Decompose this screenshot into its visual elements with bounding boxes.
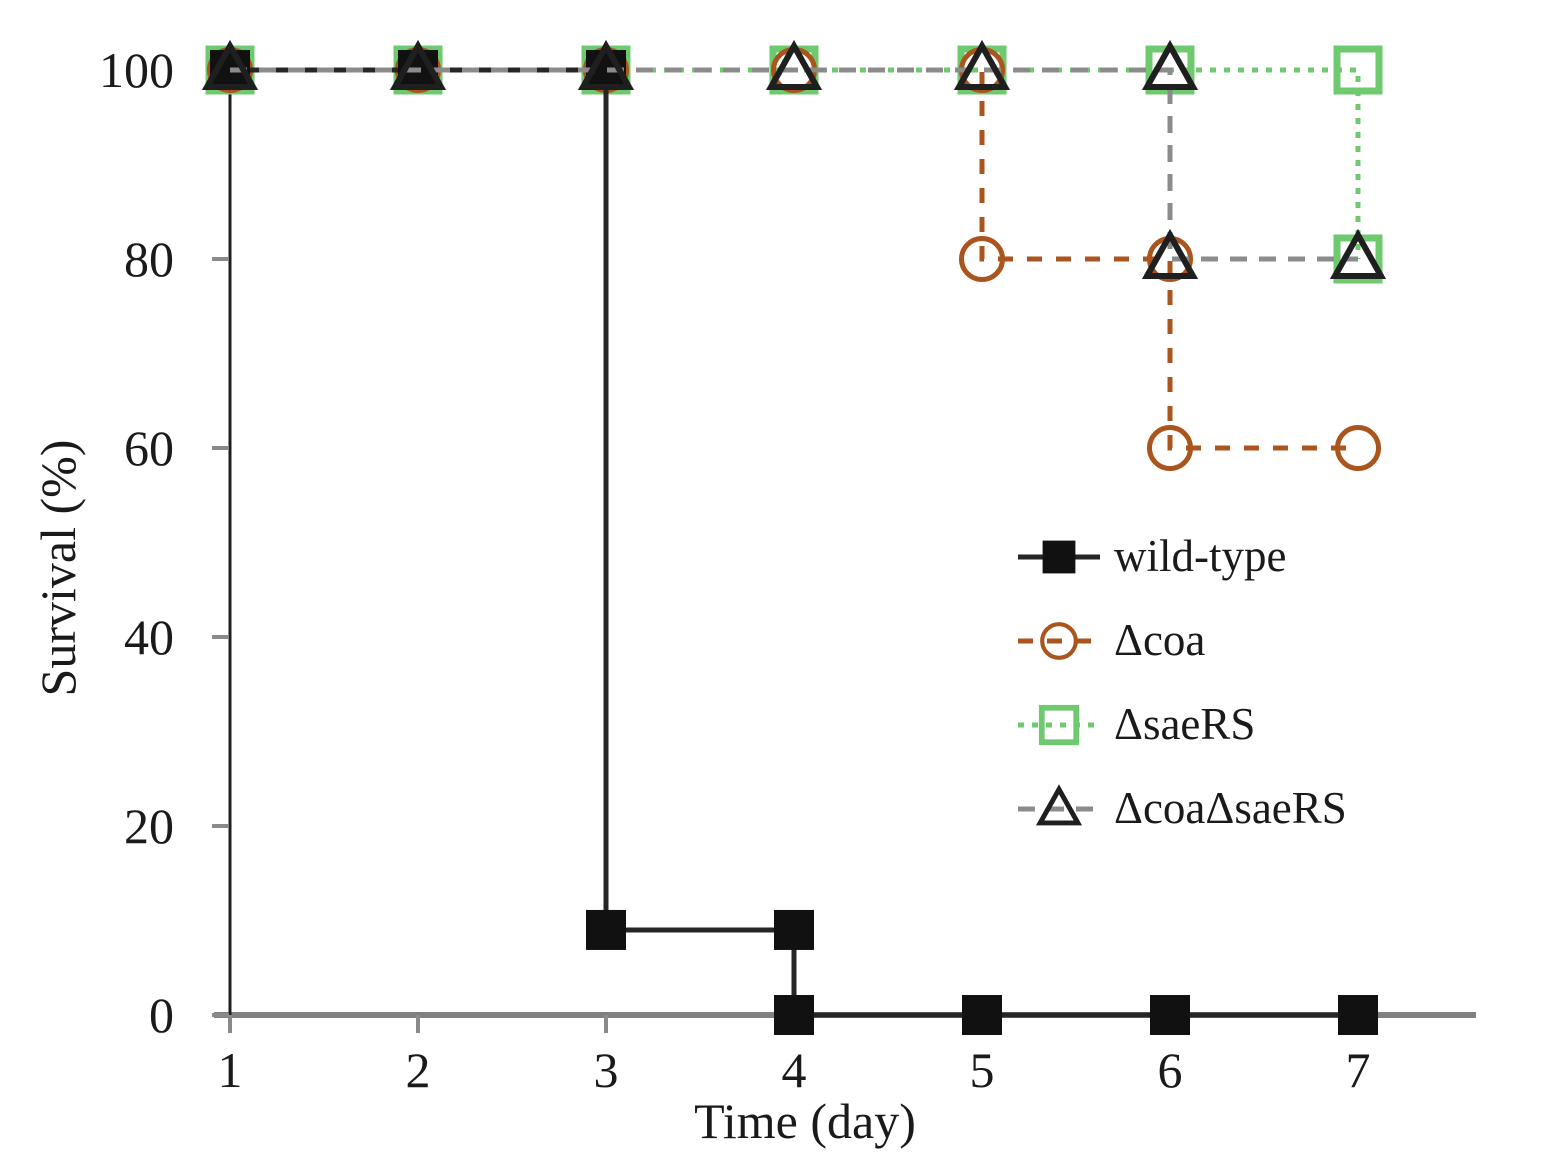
- marker-open-triangle: [201, 39, 259, 90]
- x-tick-label: 6: [1158, 1042, 1183, 1098]
- marker-open-triangle: [577, 39, 635, 90]
- x-tick-label: 4: [782, 1042, 807, 1098]
- legend-label: ΔcoaΔsaeRS: [1114, 783, 1347, 833]
- series-ΔsaeRS: [205, 45, 1383, 284]
- legend-item-ΔcoaΔsaeRS: ΔcoaΔsaeRS: [1016, 782, 1347, 835]
- x-tick-label: 7: [1346, 1042, 1371, 1098]
- marker-open-circle: [1040, 622, 1078, 660]
- marker-filled-square: [1042, 540, 1076, 574]
- marker-open-square: [1333, 45, 1383, 95]
- marker-filled-square: [1150, 995, 1190, 1035]
- legend-label: ΔsaeRS: [1114, 699, 1256, 749]
- legend-sample-open-circle: [1018, 622, 1100, 660]
- legend-item-wild-type: wild-type: [1016, 530, 1347, 583]
- legend-item-Δcoa: Δcoa: [1016, 614, 1347, 667]
- x-tick-label: 2: [406, 1042, 431, 1098]
- x-tick-label: 3: [594, 1042, 619, 1098]
- y-tick-label: 80: [124, 231, 174, 287]
- legend-sample-open-square: [1018, 704, 1100, 746]
- y-axis-title: Survival (%): [30, 439, 86, 697]
- marker-open-triangle: [953, 39, 1011, 90]
- marker-open-square: [1038, 704, 1080, 746]
- marker-open-triangle: [1329, 228, 1387, 279]
- y-tick-label: 20: [124, 798, 174, 854]
- marker-open-triangle: [765, 39, 823, 90]
- y-tick-label: 60: [124, 420, 174, 476]
- legend-sample-open-triangle: [1018, 784, 1100, 826]
- marker-open-triangle: [1035, 784, 1083, 826]
- legend-label: Δcoa: [1114, 615, 1206, 665]
- legend-item-ΔsaeRS: ΔsaeRS: [1016, 698, 1347, 751]
- marker-filled-square: [774, 909, 814, 950]
- marker-open-triangle: [389, 39, 447, 90]
- marker-open-triangle: [1141, 39, 1199, 90]
- x-axis-title: Time (day): [694, 1093, 916, 1149]
- series-ΔcoaΔsaeRS: [201, 39, 1387, 279]
- series-line: [230, 67, 1358, 1018]
- x-tick-label: 5: [970, 1042, 995, 1098]
- marker-open-triangle: [1141, 228, 1199, 279]
- series-line: [230, 67, 1361, 259]
- marker-filled-square: [1338, 995, 1378, 1035]
- y-tick-label: 100: [99, 42, 174, 98]
- marker-open-circle: [1335, 425, 1381, 471]
- marker-open-circle: [959, 236, 1005, 282]
- legend-sample-filled-square: [1018, 540, 1100, 574]
- marker-open-circle: [1147, 425, 1193, 471]
- x-tick-label: 1: [218, 1042, 243, 1098]
- marker-filled-square: [962, 995, 1002, 1035]
- marker-filled-square: [774, 995, 814, 1035]
- legend-label: wild-type: [1114, 531, 1287, 581]
- marker-filled-square: [586, 909, 626, 950]
- y-tick-label: 40: [124, 609, 174, 665]
- y-tick-label: 0: [149, 987, 174, 1043]
- series-line: [230, 67, 1358, 262]
